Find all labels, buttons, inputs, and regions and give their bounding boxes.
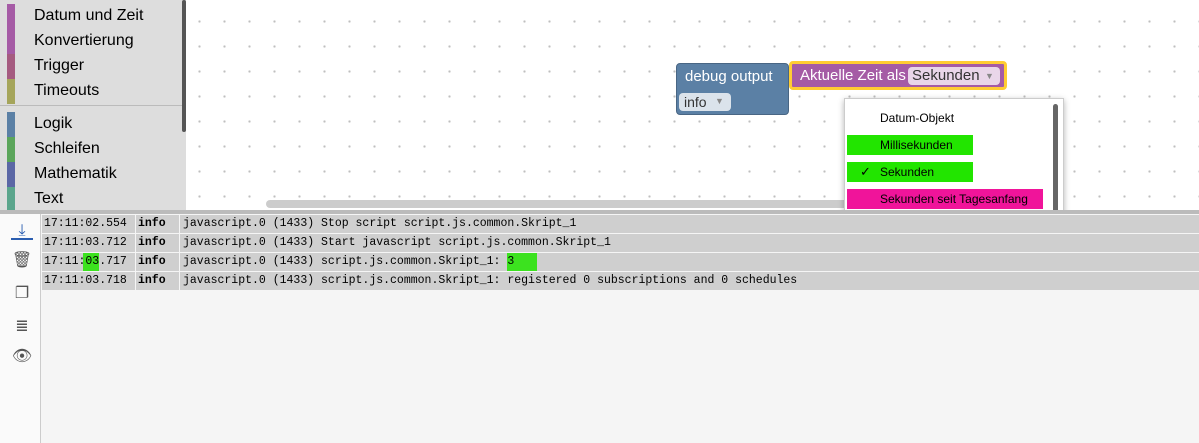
log-time: 17:11:03.712	[44, 236, 127, 249]
category-color-bar	[7, 137, 15, 162]
category-label: Logik	[34, 115, 73, 132]
log-message: javascript.0 (1433) Stop script script.j…	[183, 217, 577, 230]
current-time-label: Aktuelle Zeit als	[800, 67, 906, 84]
menu-item[interactable]: Millisekunden	[847, 135, 973, 155]
menu-item[interactable]: Datum-Objekt	[847, 108, 967, 128]
category-label: Datum und Zeit	[34, 7, 144, 24]
log-row: 17:11:03.712 info javascript.0 (1433) Star…	[42, 234, 1199, 252]
log-row: 17:11:02.554 info javascript.0 (1433) Stop…	[42, 215, 1199, 233]
column-divider	[135, 215, 136, 233]
clear-log-icon[interactable]: 🗑	[11, 252, 33, 269]
log-level: info	[138, 236, 166, 249]
toolbox-category-timeouts[interactable]: Timeouts	[0, 79, 182, 104]
debug-level-dropdown[interactable]: info ▼	[679, 93, 731, 111]
menu-item-label: Sekunden seit Tagesanfang	[880, 192, 1028, 206]
copy-icon[interactable]: ❐	[14, 285, 30, 302]
toolbox-category-mathematik[interactable]: Mathematik	[0, 162, 182, 187]
category-color-bar	[7, 54, 15, 79]
check-icon: ✓	[860, 164, 871, 179]
category-color-bar	[7, 79, 15, 104]
column-divider	[179, 272, 180, 290]
menu-item-label: Sekunden	[880, 165, 935, 179]
toolbox-category-schleifen[interactable]: Schleifen	[0, 137, 182, 162]
log-row: 17:11:03.718 info javascript.0 (1433) scri…	[42, 272, 1199, 290]
scroll-to-bottom-icon[interactable]: ⤓	[11, 220, 33, 240]
toolbox-scrollbar[interactable]	[182, 0, 186, 132]
category-label: Trigger	[34, 57, 85, 74]
menu-item-label: Datum-Objekt	[880, 111, 955, 125]
log-level: info	[138, 274, 166, 287]
debug-level-value: info	[684, 94, 707, 110]
highlight-mark	[507, 253, 537, 271]
chevron-down-icon: ▼	[715, 96, 724, 106]
column-divider	[135, 234, 136, 252]
debug-output-block[interactable]: debug output	[676, 63, 789, 115]
category-color-bar	[7, 162, 15, 187]
workspace-scrollbar[interactable]	[266, 200, 886, 208]
panel-splitter[interactable]	[0, 210, 1199, 214]
category-label: Timeouts	[34, 82, 100, 99]
log-row: 17:11:03.717 info javascript.0 (1433) scri…	[42, 253, 1199, 271]
category-color-bar	[7, 112, 15, 137]
highlight-mark	[83, 253, 99, 271]
column-divider	[135, 272, 136, 290]
column-divider	[179, 253, 180, 271]
hide-icon[interactable]: 👁	[11, 348, 33, 365]
column-divider	[179, 215, 180, 233]
toolbox-category-konvertierung[interactable]: Konvertierung	[0, 29, 182, 54]
category-label: Mathematik	[34, 165, 117, 182]
log-level: info	[138, 217, 166, 230]
menu-item[interactable]: Sekunden seit Tagesanfang	[847, 189, 1043, 209]
category-color-bar	[7, 4, 15, 29]
category-color-bar	[7, 29, 15, 54]
time-unit-dropdown[interactable]: Sekunden ▼	[908, 67, 1000, 85]
toolbox-category-logik[interactable]: Logik	[0, 112, 182, 137]
category-color-bar	[7, 187, 15, 212]
log-time: 17:11:03.718	[44, 274, 127, 287]
log-panel	[41, 214, 1199, 443]
log-time: 17:11:02.554	[44, 217, 127, 230]
category-label: Konvertierung	[34, 32, 134, 49]
column-divider	[135, 253, 136, 271]
toggle-view-icon[interactable]: ≣	[15, 318, 29, 335]
menu-item-label: Millisekunden	[880, 138, 953, 152]
toolbox-category-trigger[interactable]: Trigger	[0, 54, 182, 79]
log-message: javascript.0 (1433) script.js.common.Skr…	[183, 255, 515, 268]
chevron-down-icon: ▼	[985, 71, 994, 81]
log-level: info	[138, 255, 166, 268]
category-label: Schleifen	[34, 140, 100, 157]
menu-item[interactable]: ✓ Sekunden	[847, 162, 973, 182]
log-message: javascript.0 (1433) Start javascript scr…	[183, 236, 611, 249]
log-message: javascript.0 (1433) script.js.common.Skr…	[183, 274, 798, 287]
toolbox-category-datum-und-zeit[interactable]: Datum und Zeit	[0, 4, 182, 29]
debug-output-label: debug output	[685, 68, 773, 85]
log-time: 17:11:03.717	[44, 255, 127, 268]
category-label: Text	[34, 190, 64, 207]
time-unit-value: Sekunden	[912, 67, 980, 84]
log-toolbar: ⤓ 🗑 ❐ ≣ 👁	[0, 214, 41, 443]
column-divider	[179, 234, 180, 252]
toolbox-separator	[0, 105, 182, 106]
toolbox-category-text[interactable]: Text	[0, 187, 182, 212]
